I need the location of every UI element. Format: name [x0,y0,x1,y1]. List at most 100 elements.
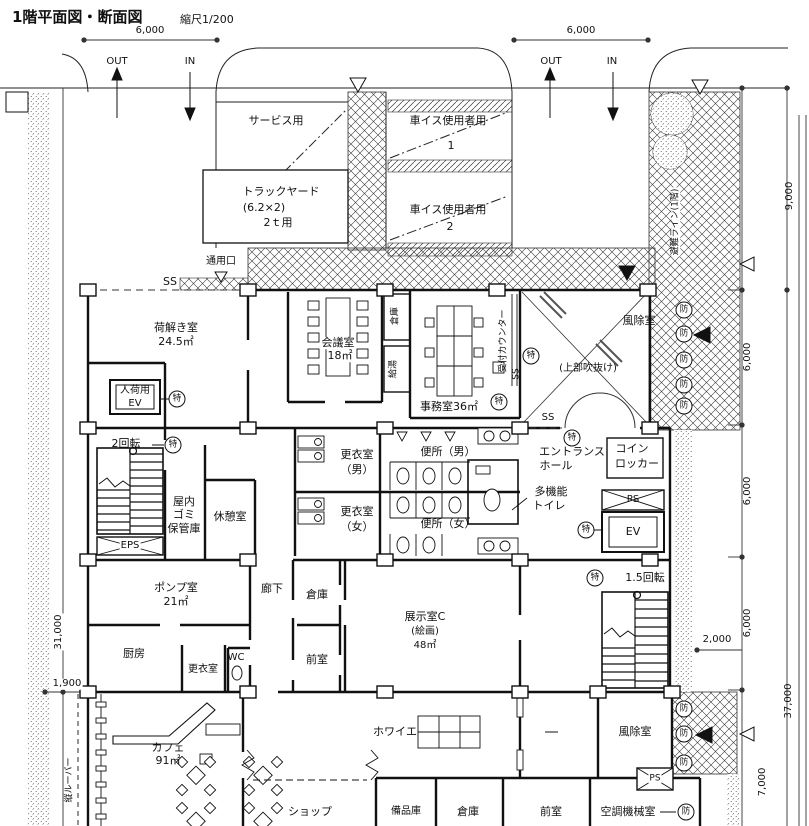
label-truck-yard: トラックヤード [242,185,320,199]
label-ss-entrance: SS [541,411,555,423]
label-pump-area: 21㎡ [163,595,189,609]
white-left-triangle-icon [738,256,755,272]
fixtures [77,294,676,826]
label-changing-m-2: （男） [340,463,374,477]
label-changing-f-1: 更衣室 [340,505,374,519]
label-office: 事務室36㎡ [420,400,478,414]
truck-yard-outline [202,169,349,244]
dim-top-right: 6,000 [566,24,596,36]
in-label-right: IN [606,55,618,67]
dim-right-6000c: 6,000 [741,608,753,638]
black-left-triangle-icon [692,326,711,344]
label-changing-small: 更衣室 [188,663,218,675]
fire-mark: 防 [675,376,693,394]
label-corridor: 廊下 [261,582,283,596]
label-multi-toilet-1: 多機能 [534,485,568,499]
label-entrance-hall-2: ホール [539,459,573,473]
label-cafe: カフェ [151,741,185,755]
black-down-triangle-icon [618,265,636,282]
triangle-markers [214,77,755,744]
dim-right-37000: 37,000 [782,683,794,719]
label-storage-mid: 倉庫 [306,588,328,602]
label-exhibition-c: 展示室C [404,610,446,624]
special-mark: 特 [563,429,581,447]
label-wheelchair-stall-1: 車イス使用者用 [409,114,487,128]
white-down-triangle-icon [214,271,228,283]
label-truck-yard-size: (6.2×2) [242,201,286,215]
dimension-lines [42,37,807,826]
label-unpacking-room: 荷解き室 [154,321,198,335]
label-freight-ev-1: 人荷用 [120,384,150,396]
label-shop: ショップ [288,805,332,819]
label-equipment-storage: 備品庫 [391,805,421,817]
fire-mark: 防 [675,301,693,319]
label-coin-locker-2: ロッカー [615,457,659,471]
label-reception-counter: 受付カウンター [498,309,509,373]
label-windbreak-top: 風除室 [622,314,656,328]
label-pump-room: ポンプ室 [154,581,198,595]
label-storage-bottom: 倉庫 [457,805,479,819]
fire-mark: 防 [675,397,693,415]
black-left-triangle-icon [694,726,713,744]
dim-right-7000: 7,000 [756,767,768,797]
label-atrium-note: (上部吹抜け) [559,362,617,374]
label-stair-15-turn: 1.5回転 [625,571,665,585]
label-service-yard: サービス用 [248,114,304,128]
label-windbreak-bottom: 風除室 [617,725,653,739]
road-linework [0,47,790,248]
special-mark: 特 [168,390,186,408]
dim-right-6000b: 6,000 [741,476,753,506]
label-cafe-area: 91㎡ [155,754,181,768]
label-side-gate: 通用口 [205,255,237,268]
fire-mark: 防 [675,754,693,772]
label-entrance-hall-1: エントランス [539,445,605,459]
special-mark: 特 [522,347,540,365]
drawing-scale: 縮尺1/200 [180,13,234,26]
label-truck-yard-capacity: 2ｔ用 [263,216,293,230]
white-down-triangle-icon [349,77,367,94]
label-ss-shutter-top: SS [163,275,177,289]
cafe-tables [175,755,284,826]
stairs-and-shafts [96,293,674,791]
fire-mark: 防 [677,803,695,821]
entrance-atrium [88,289,649,429]
label-exhibition-type: (絵画) [411,625,439,637]
label-freight-ev-2: EV [128,397,142,409]
drawing-title: 1階平面図・断面図 [12,8,143,26]
dim-right-6000a: 6,000 [741,342,753,372]
label-meeting-area: 18㎡ [326,349,354,363]
label-garbage-3: 保管庫 [167,522,201,536]
special-mark: 特 [586,569,604,587]
fire-mark: 防 [675,325,693,343]
label-foyer: ホワイエ [373,725,417,739]
columns [79,283,681,699]
fire-mark: 防 [675,725,693,743]
label-garbage-2: ゴミ [173,508,195,522]
out-label-right: OUT [540,55,562,67]
special-mark: 特 [164,436,182,454]
label-anteroom-bottom: 前室 [540,805,562,819]
label-hvac-room: 空調機械室 [600,805,656,819]
label-kitchenette: 給湯 [388,359,399,379]
white-down-triangle-icon [691,79,709,96]
label-vertical-louver: 縦ルーバー [64,756,75,804]
label-anteroom-mid: 前室 [306,653,328,667]
label-eps: EPS [119,539,141,552]
label-small-storage: 倉庫 [390,306,401,326]
label-changing-f-2: （女） [340,520,374,534]
label-wc: WC [227,651,245,663]
traffic-arrows [111,66,619,122]
dim-right-9000: 9,000 [783,181,795,211]
label-stall-1-number: 1 [447,139,455,153]
label-exhibition-area: 48㎡ [413,639,437,651]
dim-left-1900: 1,900 [51,677,83,690]
label-escape-line: 避難ライン(1階) [670,187,681,257]
special-mark: 特 [577,521,595,539]
label-unpacking-area: 24.5㎡ [158,335,194,349]
label-coin-locker-1: コイン [615,442,649,456]
label-ev-right: EV [625,525,641,539]
fire-mark: 防 [675,700,693,718]
label-meeting-room: 会議室 [320,336,356,350]
label-toilet-men: 便所（男） [420,445,476,459]
